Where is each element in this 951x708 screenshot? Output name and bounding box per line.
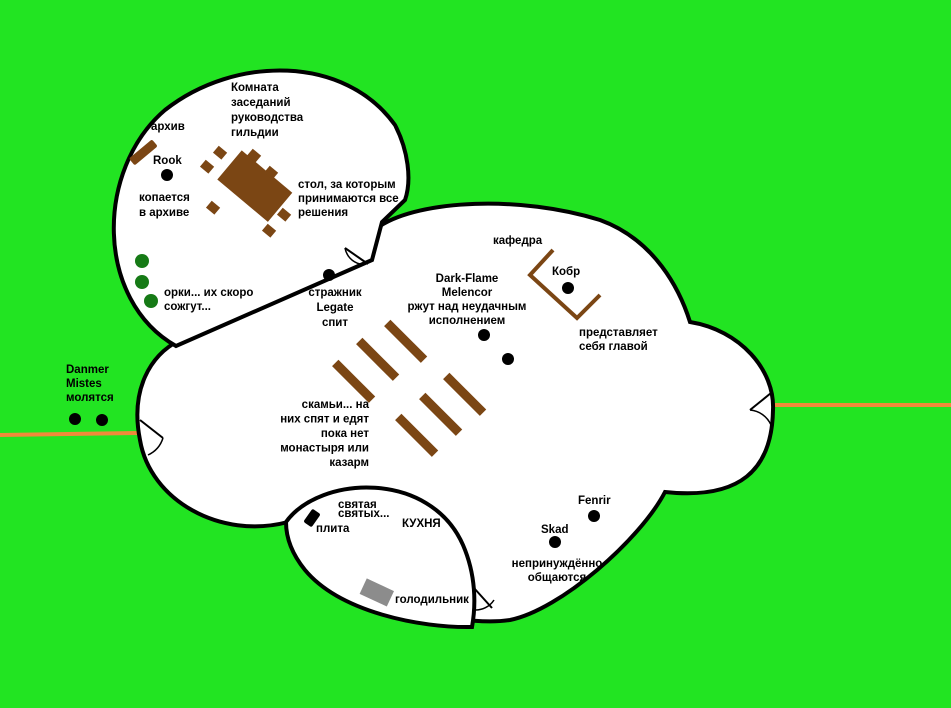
orc-markers bbox=[135, 254, 158, 308]
kitchen-room bbox=[283, 485, 477, 630]
label-line: сожгут... bbox=[164, 301, 211, 313]
label-line: Rook bbox=[153, 155, 182, 167]
label-line: Skad bbox=[541, 524, 569, 536]
label-line: исполнением bbox=[429, 315, 506, 327]
label-line: Dark-Flame bbox=[436, 273, 499, 285]
fridge bbox=[359, 578, 394, 607]
label-line: представляет bbox=[579, 327, 658, 339]
door-east[interactable] bbox=[749, 392, 772, 426]
label-line: себя главой bbox=[579, 341, 648, 353]
label-line: святых... bbox=[338, 508, 389, 520]
danmer-marker bbox=[69, 413, 81, 425]
label-line: казарм bbox=[329, 457, 369, 469]
label-skad: Skad bbox=[541, 524, 569, 536]
label-kobr-action: представляет себя главой bbox=[579, 327, 658, 353]
label-line: решения bbox=[298, 207, 348, 219]
label-line: плита bbox=[316, 523, 350, 535]
label-line: скамьи... на bbox=[302, 399, 370, 411]
door-meeting-room[interactable] bbox=[344, 247, 369, 265]
label-line: спит bbox=[322, 317, 348, 329]
label-kitchen: КУХНЯ bbox=[402, 518, 441, 530]
label-line: стражник bbox=[308, 287, 362, 299]
dark-flame-marker bbox=[478, 329, 490, 341]
label-line: Fenrir bbox=[578, 495, 611, 507]
label-line: непринуждённо bbox=[512, 558, 603, 570]
label-meeting-room: Комната заседаний руководства гильдии bbox=[231, 82, 304, 139]
label-line: них спят и едят bbox=[280, 414, 369, 426]
label-line: святая bbox=[338, 499, 377, 511]
label-rook: Rook bbox=[153, 155, 182, 167]
archive-shelf bbox=[129, 140, 157, 165]
label-line: Legate bbox=[316, 302, 353, 314]
label-lectern: кафедра bbox=[493, 235, 543, 247]
rook-marker bbox=[161, 169, 173, 181]
label-table: стол, за которым принимаются все решения bbox=[298, 179, 399, 219]
road-west bbox=[0, 431, 141, 437]
door-west[interactable] bbox=[139, 419, 164, 456]
label-benches: скамьи... на них спят и едят пока нет монас… bbox=[280, 399, 369, 469]
label-line: кафедра bbox=[493, 235, 543, 247]
label-line: стол, за которым bbox=[298, 179, 396, 191]
label-line: архив bbox=[151, 121, 185, 133]
council-chairs bbox=[199, 145, 292, 238]
label-line: КУХНЯ bbox=[402, 518, 441, 530]
melencor-marker bbox=[502, 353, 514, 365]
label-rook-action: копается в архиве bbox=[139, 192, 190, 219]
label-line: Комната bbox=[231, 82, 279, 94]
mistes-marker bbox=[96, 414, 108, 426]
label-archive: архив bbox=[151, 121, 185, 133]
kobr-marker bbox=[562, 282, 574, 294]
label-orcs: орки... их скоро сожгут... bbox=[164, 287, 253, 313]
label-line: пока нет bbox=[321, 428, 370, 440]
label-fenrir: Fenrir bbox=[578, 495, 611, 507]
label-line: заседаний bbox=[231, 97, 291, 109]
label-line: принимаются все bbox=[298, 193, 399, 205]
label-line: в архиве bbox=[139, 207, 189, 219]
label-line: Кобр bbox=[552, 266, 580, 278]
label-line: гильдии bbox=[231, 127, 279, 139]
door-kitchen[interactable] bbox=[473, 587, 495, 611]
label-kobr: Кобр bbox=[552, 266, 580, 278]
label-line: монастыря или bbox=[280, 443, 369, 455]
benches bbox=[332, 319, 487, 457]
label-chat: непринуждённо общаются bbox=[512, 558, 603, 584]
guard-marker bbox=[323, 269, 335, 281]
label-line: ржут над неудачным bbox=[408, 301, 527, 313]
lectern bbox=[527, 248, 602, 321]
label-line: Mistes bbox=[66, 378, 102, 390]
label-line: Melencor bbox=[442, 287, 493, 299]
stove bbox=[304, 509, 320, 527]
label-line: общаются bbox=[528, 572, 587, 584]
label-fridge: голодильник bbox=[395, 594, 469, 606]
label-line: Danmer bbox=[66, 364, 109, 376]
council-table bbox=[217, 150, 293, 222]
label-line: молятся bbox=[66, 392, 114, 404]
label-line: руководства bbox=[231, 112, 304, 124]
fenrir-marker bbox=[588, 510, 600, 522]
skad-marker bbox=[549, 536, 561, 548]
label-line: орки... их скоро bbox=[164, 287, 253, 299]
label-line: копается bbox=[139, 192, 190, 204]
label-stove: плита bbox=[316, 523, 350, 535]
label-line: голодильник bbox=[395, 594, 469, 606]
